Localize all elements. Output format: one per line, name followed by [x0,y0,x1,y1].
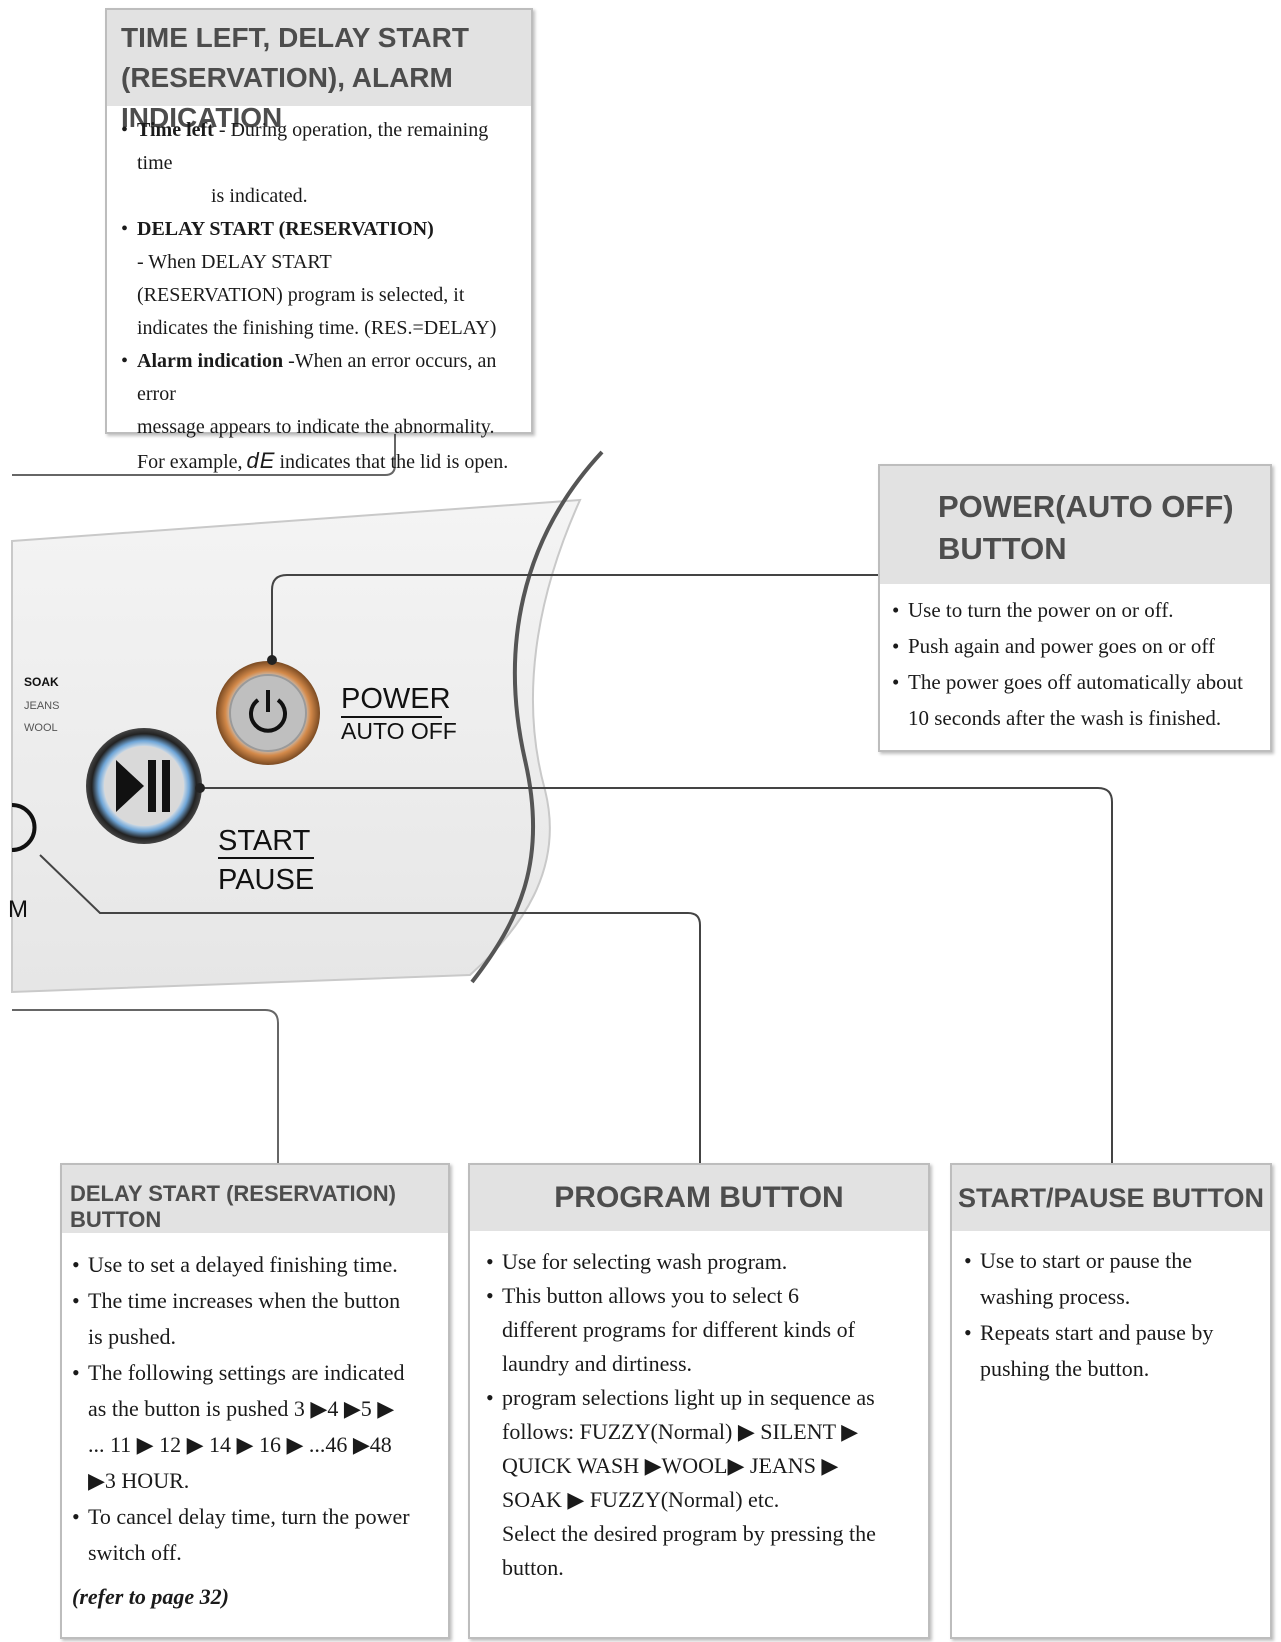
connector-start [200,787,1113,1163]
delay-box-item-3-cont-3: ▶3 HOUR. [88,1468,190,1493]
page-reference: (refer to page 32) [72,1584,230,1609]
partial-label: M [8,896,28,923]
program-box-item-3: program selections light up in sequence … [486,1381,912,1415]
power-box-header: POWER(AUTO OFF) BUTTON [880,466,1270,584]
power-box-item-3: The power goes off automatically about [892,664,1258,700]
delay-box-item-3: The following settings are indicated [72,1355,438,1391]
delay-item-line-1: - When DELAY START [137,251,332,273]
panel-cut-curve [470,450,604,984]
program-box-header: PROGRAM BUTTON [470,1165,928,1231]
pause-label: PAUSE [218,864,314,896]
connector-time-left [12,432,396,476]
start-box-item-1-cont: washing process. [980,1284,1131,1309]
program-box-item-2-cont-1: different programs for different kinds o… [502,1317,855,1342]
delay-box-item-2: The time increases when the button [72,1283,438,1319]
program-button-box: PROGRAM BUTTON Use for selecting wash pr… [468,1163,930,1639]
program-box-item-1: Use for selecting wash program. [486,1245,912,1279]
program-box-item-3-cont-5: button. [502,1555,564,1580]
delay-box-item-4-cont: switch off. [88,1540,182,1565]
start-box-header: START/PAUSE BUTTON [952,1165,1270,1231]
program-jeans-label: JEANS [24,700,59,712]
start-label: START [218,825,311,857]
delay-start-box: DELAY START (RESERVATION) BUTTON Use to … [60,1163,450,1639]
delay-item-heading: DELAY START (RESERVATION) [121,213,517,246]
power-button[interactable] [216,661,320,765]
alarm-item: Alarm indication -When an error occurs, … [121,345,517,411]
program-box-item-3-cont-4: Select the desired program by pressing t… [502,1521,876,1546]
program-box-item-3-cont-1: follows: FUZZY(Normal) ▶ SILENT ▶ [502,1419,859,1444]
start-box-item-1: Use to start or pause the [964,1243,1258,1279]
connector-delay [12,1009,279,1163]
power-box-title-1: POWER(AUTO OFF) [938,489,1234,524]
program-box-item-3-cont-2: QUICK WASH ▶WOOL▶ JEANS ▶ [502,1453,839,1478]
delay-box-item-1: Use to set a delayed finishing time. [72,1247,438,1283]
program-wool-label: WOOL [24,722,58,734]
power-icon [249,698,287,733]
start-pause-box: START/PAUSE BUTTON Use to start or pause… [950,1163,1272,1639]
auto-off-label: AUTO OFF [341,718,457,744]
time-left-box: TIME LEFT, DELAY START (RESERVATION), AL… [105,8,533,473]
start-pause-button[interactable] [86,728,202,844]
connector-program [39,854,701,1163]
start-box-item-2-cont: pushing the button. [980,1356,1150,1381]
power-auto-off-box: POWER(AUTO OFF) BUTTON Use to turn the p… [878,464,1272,752]
power-box-item-1: Use to turn the power on or off. [892,592,1258,628]
delay-item-line-3: indicates the finishing time. (RES.=DELA… [137,317,497,339]
time-left-box-header: TIME LEFT, DELAY START (RESERVATION), AL… [107,10,531,133]
connector-power [271,574,878,660]
delay-item-line-2: (RESERVATION) program is selected, it [137,284,465,306]
delay-box-item-4: To cancel delay time, turn the power [72,1499,438,1535]
partial-knob [11,803,37,852]
delay-box-item-3-cont-1: as the button is pushed 3 ▶4 ▶5 ▶ [88,1396,395,1421]
program-box-item-2-cont-2: laundry and dirtiness. [502,1351,693,1376]
time-left-item: Time left - During operation, the remain… [121,114,517,180]
alarm-item-line-2: message appears to indicate the abnormal… [137,416,495,438]
program-box-item-3-cont-3: SOAK ▶ FUZZY(Normal) etc. [502,1487,780,1512]
delay-box-item-2-cont: is pushed. [88,1324,176,1349]
play-pause-icon [116,760,170,812]
lid-open-code: dE [246,448,276,473]
power-label: POWER [341,683,451,715]
delay-box-item-3-cont-2: ... 11 ▶ 12 ▶ 14 ▶ 16 ▶ ...46 ▶48 [88,1432,392,1457]
time-left-title-2: (RESERVATION), ALARM INDICATION [121,62,453,133]
power-box-title-2: BUTTON [938,531,1067,566]
program-soak-label: SOAK [24,675,59,689]
program-box-item-2: This button allows you to select 6 [486,1279,912,1313]
time-left-item-cont: is indicated. [211,185,308,207]
time-left-title-1: TIME LEFT, DELAY START [121,22,469,53]
power-box-item-3-cont: 10 seconds after the wash is finished. [908,706,1222,730]
delay-box-header: DELAY START (RESERVATION) BUTTON [62,1165,448,1233]
start-box-item-2: Repeats start and pause by [964,1315,1258,1351]
power-box-item-2: Push again and power goes on or off [892,628,1258,664]
